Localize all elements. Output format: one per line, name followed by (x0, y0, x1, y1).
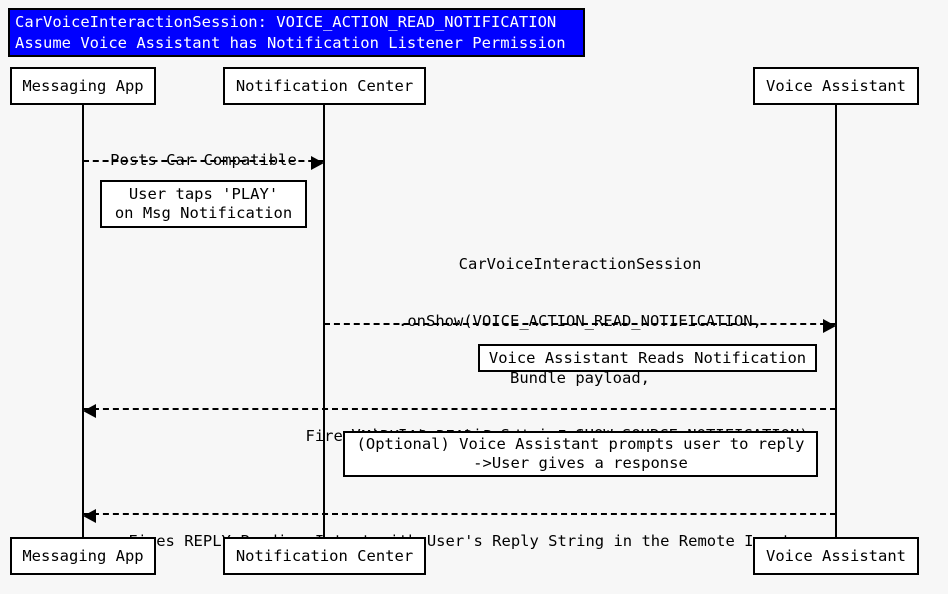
note-line: Voice Assistant Reads Notification (488, 348, 807, 367)
diagram-title-line-2: Assume Voice Assistant has Notification … (15, 34, 566, 52)
note-user-taps-play: User taps 'PLAY' on Msg Notification (100, 180, 307, 228)
participant-top-notification-center: Notification Center (223, 67, 426, 105)
message-arrow-reply-pending-intent (83, 509, 836, 523)
note-line: User taps 'PLAY' (128, 185, 279, 203)
diagram-title-line-1: CarVoiceInteractionSession: VOICE_ACTION… (15, 13, 557, 31)
message-arrow-onshow (324, 319, 836, 333)
note-line: on Msg Notification (114, 204, 293, 222)
participant-bottom-notification-center: Notification Center (223, 537, 426, 575)
note-voice-assistant-reads: Voice Assistant Reads Notification (478, 344, 817, 372)
message-arrow-posts-notification (83, 156, 324, 170)
participant-label: Notification Center (235, 76, 414, 95)
participant-label: Voice Assistant (766, 76, 906, 95)
message-label-reply-pending-intent: Fires REPLY Pending Intent with User's R… (83, 494, 836, 589)
message-line: CarVoiceInteractionSession (458, 255, 702, 273)
lifeline-voice-assistant (835, 105, 837, 537)
diagram-title: CarVoiceInteractionSession: VOICE_ACTION… (8, 8, 585, 57)
message-line: Bundle payload, (510, 369, 650, 387)
participant-bottom-messaging-app: Messaging App (10, 537, 156, 575)
participant-label: Messaging App (22, 546, 144, 565)
participant-top-messaging-app: Messaging App (10, 67, 156, 105)
note-line: (Optional) Voice Assistant prompts user … (356, 435, 805, 453)
lifeline-messaging-app (82, 105, 84, 537)
message-line: .onShow(VOICE_ACTION_READ_NOTIFICATION, (398, 312, 762, 330)
participant-label: Messaging App (22, 76, 144, 95)
participant-label: Voice Assistant (766, 546, 906, 565)
participant-top-voice-assistant: Voice Assistant (753, 67, 919, 105)
lifeline-notification-center (323, 105, 325, 537)
message-line: Fires REPLY Pending Intent with User's R… (128, 532, 791, 550)
note-optional-reply-prompt: (Optional) Voice Assistant prompts user … (343, 431, 818, 477)
note-line: ->User gives a response (473, 454, 688, 472)
message-arrow-mark-as-read (83, 404, 836, 418)
participant-label: Notification Center (235, 546, 414, 565)
participant-bottom-voice-assistant: Voice Assistant (753, 537, 919, 575)
